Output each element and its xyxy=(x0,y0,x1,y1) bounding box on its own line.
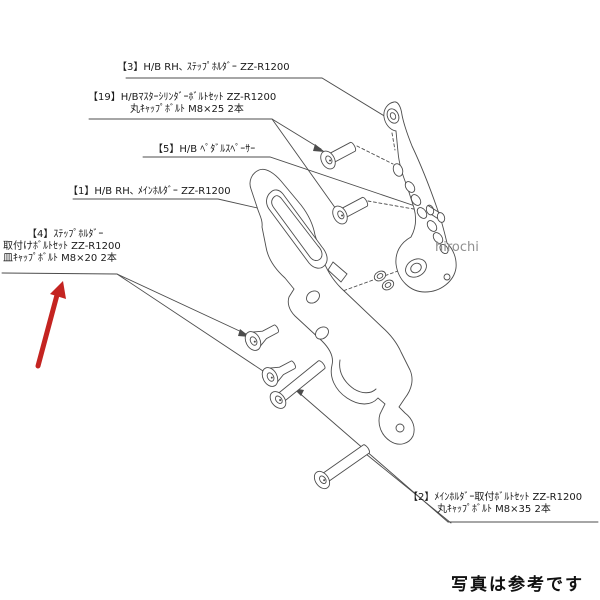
label-19-leader-line xyxy=(88,118,337,210)
part-label-2-text-2: 丸ｷｬｯﾌﾟﾎﾞﾙﾄ M8×35 2本 xyxy=(437,504,551,515)
cap-bolt-m8x35-1 xyxy=(269,360,326,409)
photo-reference-note: 写真は参考です xyxy=(451,575,584,595)
part-label-19-text-2: 丸ｷｬｯﾌﾟﾎﾞﾙﾄ M8×25 2本 xyxy=(130,104,244,115)
part-label-4-text-1: 【4】ｽﾃｯﾌﾟﾎﾙﾀﾞｰ xyxy=(27,229,104,240)
step-holder-bracket xyxy=(383,101,457,293)
label-5-leader-line xyxy=(142,156,425,210)
red-highlight-arrow xyxy=(35,281,66,369)
main-holder-plate xyxy=(249,168,415,445)
part-label-3: 【3】H/B RH､ ｽﾃｯﾌﾟﾎﾙﾀﾞｰ ZZ-R1200 xyxy=(117,62,290,74)
cap-bolt-m8x25-2 xyxy=(332,196,369,225)
part-label-19: 【19】H/Bﾏｽﾀｰｼﾘﾝﾀﾞｰﾎﾞﾙﾄｾｯﾄ ZZ-R1200 丸ｷｬｯﾌﾟ… xyxy=(88,92,276,116)
cap-bolt-m8x25-1 xyxy=(320,141,357,170)
part-label-5: 【5】H/B ﾍﾟﾀﾞﾙｽﾍﾟｰｻｰ xyxy=(153,144,255,156)
label-3-leader-line xyxy=(125,77,387,118)
flat-cap-bolt-m8x20-1 xyxy=(244,324,279,351)
part-label-1: 【1】H/B RH､ ﾒｲﾝﾎﾙﾀﾞｰ ZZ-R1200 xyxy=(68,186,231,198)
label-2-leader-line xyxy=(293,388,599,524)
cap-bolt-m8x35-2 xyxy=(313,444,370,490)
part-label-1-text: 【1】H/B RH､ ﾒｲﾝﾎﾙﾀﾞｰ ZZ-R1200 xyxy=(68,186,231,197)
seller-watermark: hirochi xyxy=(435,240,479,255)
part-label-3-text: 【3】H/B RH､ ｽﾃｯﾌﾟﾎﾙﾀﾞｰ ZZ-R1200 xyxy=(117,62,290,73)
flat-cap-bolt-m8x20-2 xyxy=(261,360,296,387)
part-label-2-text-1: 【2】ﾒｲﾝﾎﾙﾀﾞｰ取付ﾎﾞﾙﾄｾｯﾄ ZZ-R1200 xyxy=(408,492,583,503)
spacer-washers xyxy=(373,270,395,291)
part-label-4-text-3: 皿ｷｬｯﾌﾟﾎﾞﾙﾄ M8×20 2本 xyxy=(3,253,117,264)
part-label-19-text-1: 【19】H/Bﾏｽﾀｰｼﾘﾝﾀﾞｰﾎﾞﾙﾄｾｯﾄ ZZ-R1200 xyxy=(88,92,277,103)
pedal-spacer xyxy=(425,204,446,223)
part-label-4-text-2: 取付けﾎﾞﾙﾄｾｯﾄ ZZ-R1200 xyxy=(3,241,121,252)
part-label-2: 【2】ﾒｲﾝﾎﾙﾀﾞｰ取付ﾎﾞﾙﾄｾｯﾄ ZZ-R1200 丸ｷｬｯﾌﾟﾎﾞﾙﾄ… xyxy=(408,492,582,516)
part-label-4: 【4】ｽﾃｯﾌﾟﾎﾙﾀﾞｰ 取付けﾎﾞﾙﾄｾｯﾄ ZZ-R1200 皿ｷｬｯﾌﾟ… xyxy=(3,229,121,265)
part-label-5-text: 【5】H/B ﾍﾟﾀﾞﾙｽﾍﾟｰｻｰ xyxy=(153,144,256,155)
